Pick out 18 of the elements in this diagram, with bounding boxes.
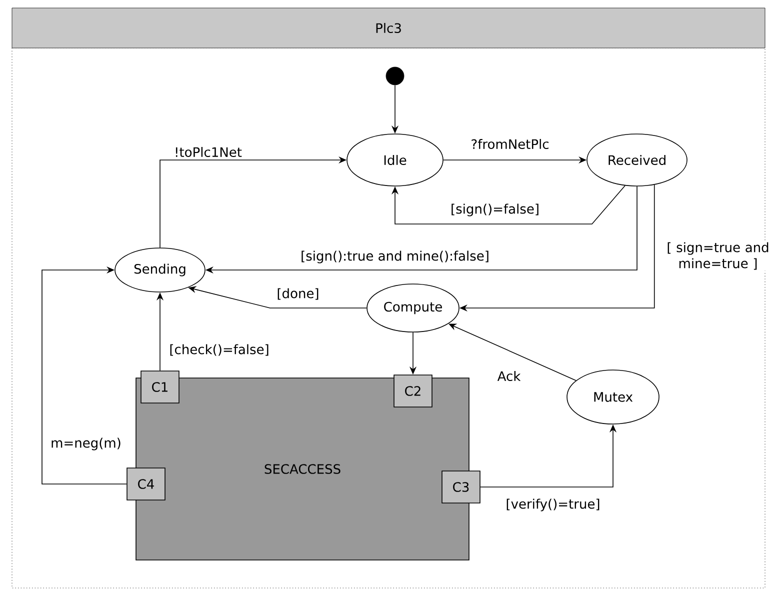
edge-label: m=neg(m) — [50, 436, 122, 452]
node-label: Plc3 — [376, 22, 401, 34]
arrow — [391, 185, 626, 224]
edge-label: Ack — [496, 370, 522, 382]
port-box: C2 — [394, 374, 432, 408]
edge-label: !toPlc1Net — [173, 146, 243, 158]
port-box: C4 — [126, 468, 166, 500]
port-box: C3 — [442, 470, 480, 504]
initial-state-dot — [386, 66, 404, 86]
arrow — [42, 266, 127, 484]
edge-label: [check()=false] — [168, 343, 270, 357]
edge-label: [done] — [276, 287, 320, 301]
edge-label: ?fromNetPlc — [470, 138, 550, 150]
edge-label: [sign()=false] — [450, 202, 540, 218]
edge-label: [verify()=true] — [504, 498, 602, 512]
port-box: C1 — [140, 370, 180, 404]
edge-label: [ sign=true and mine=true ] — [661, 241, 773, 271]
edge-label: [sign():true and mine():false] — [300, 250, 490, 264]
